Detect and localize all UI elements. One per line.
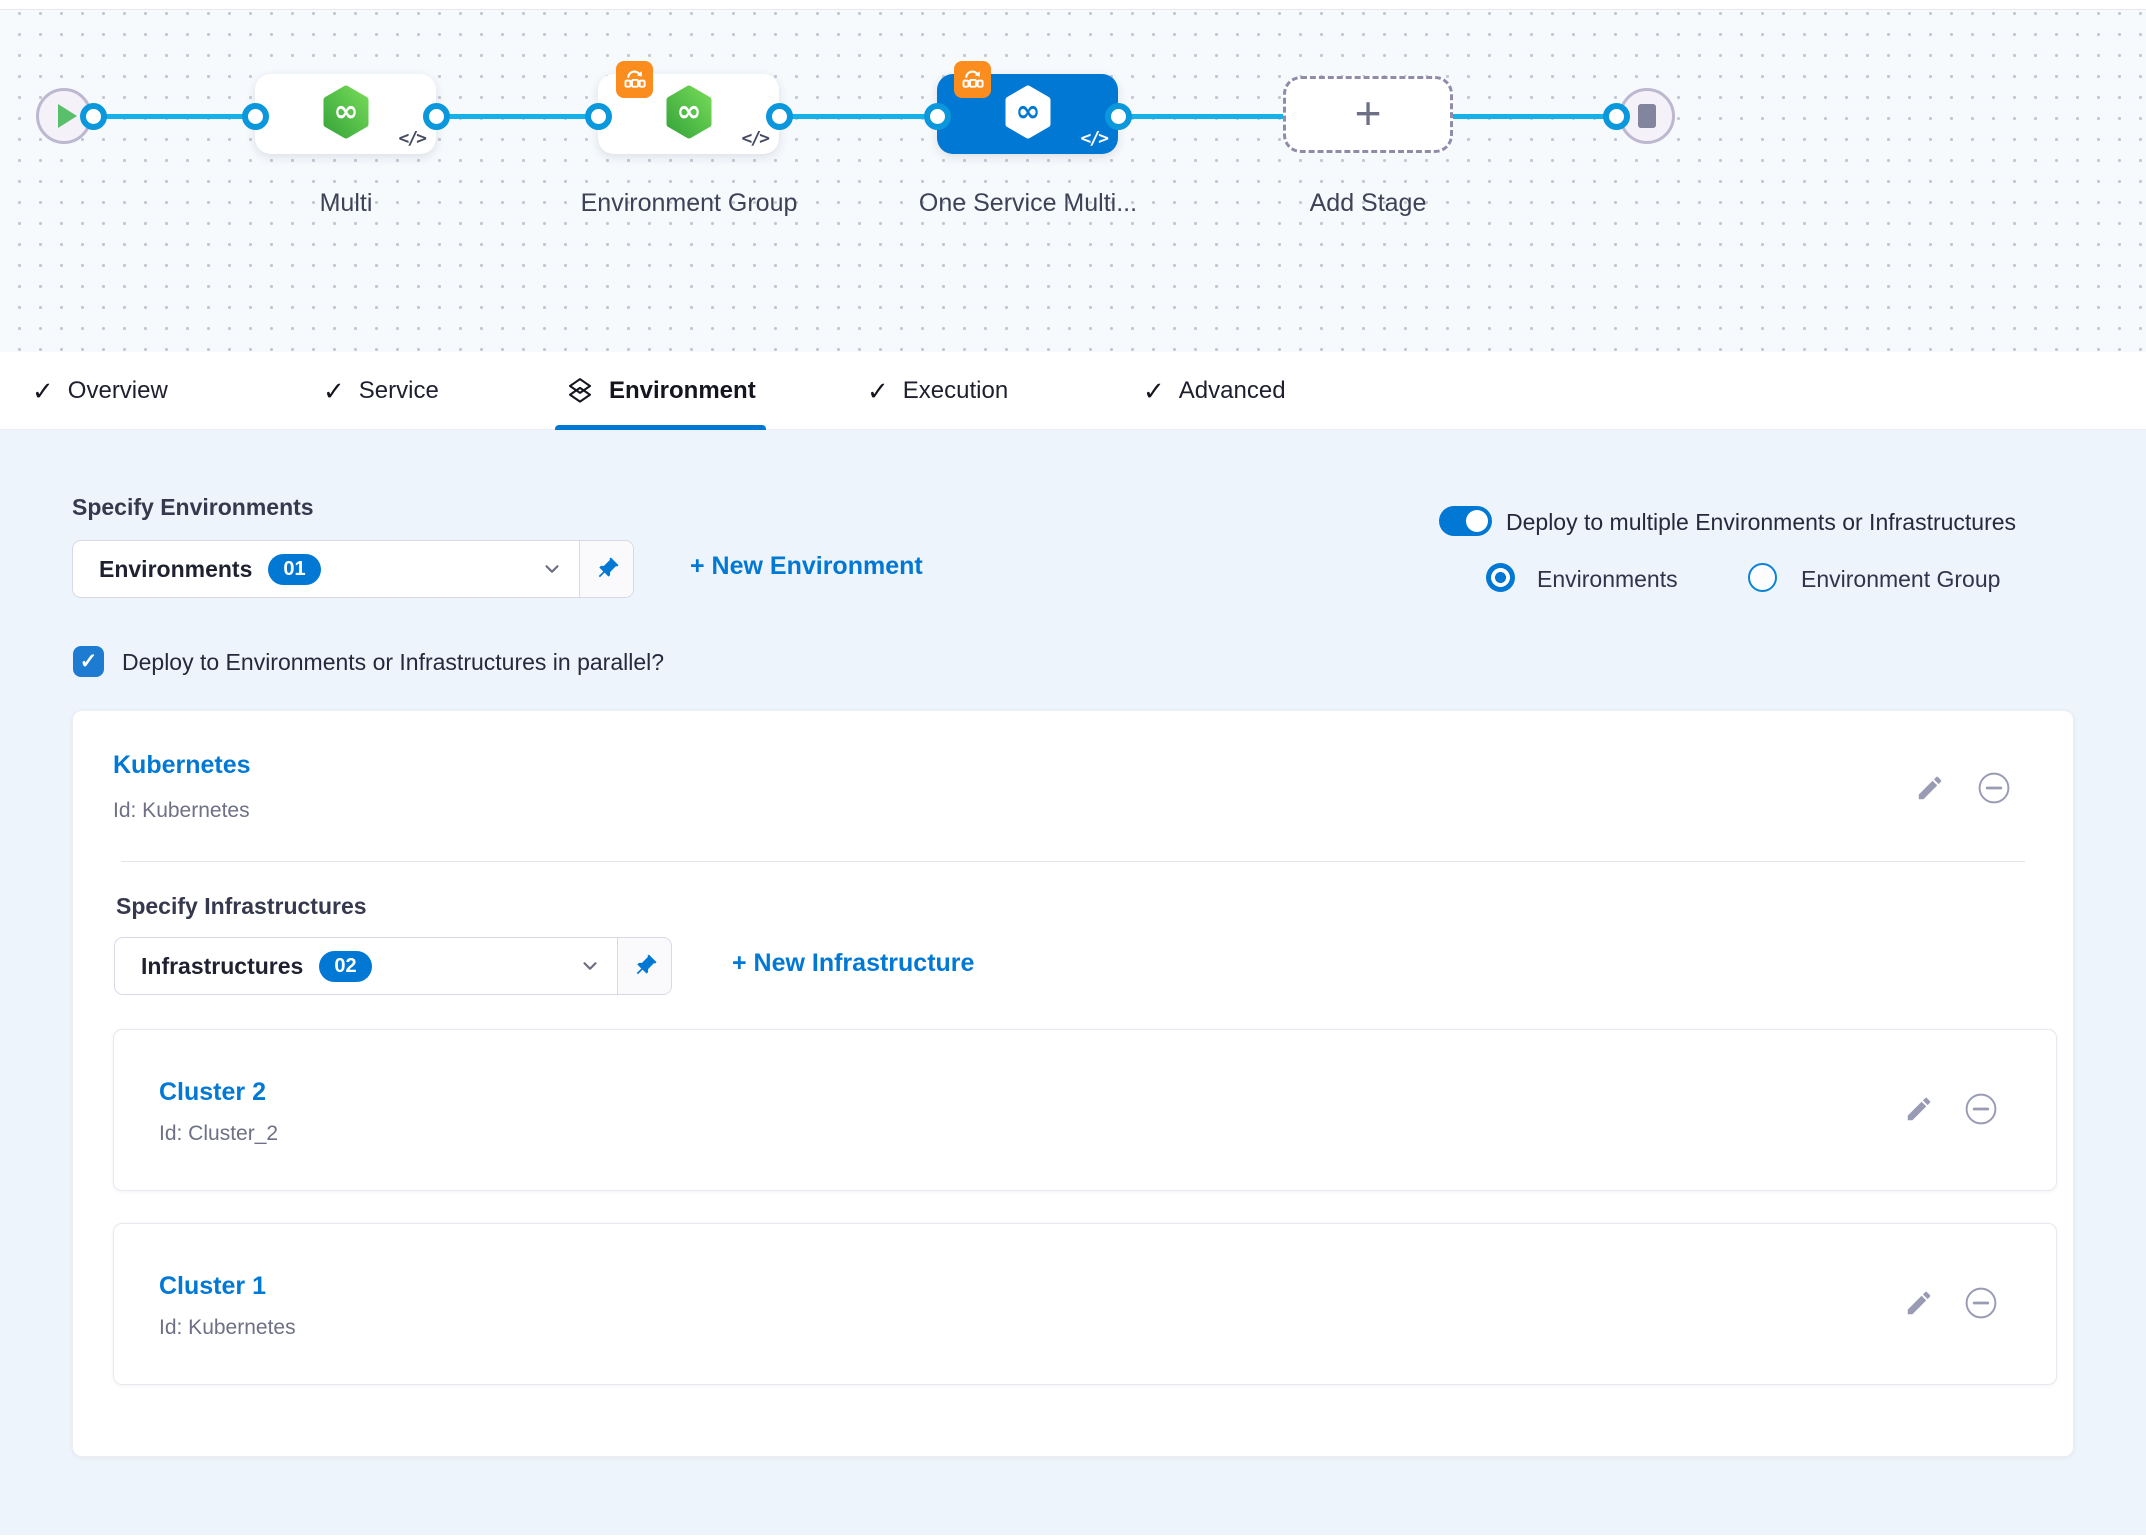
svg-text:∞: ∞ bbox=[333, 94, 358, 129]
multi-environment-toggle[interactable] bbox=[1439, 506, 1492, 536]
node-port bbox=[242, 103, 269, 130]
divider bbox=[121, 861, 2025, 862]
node-port bbox=[585, 103, 612, 130]
radio-environments-label: Environments bbox=[1537, 566, 1678, 592]
environments-dropdown[interactable]: Environments 01 bbox=[73, 541, 579, 597]
service-hexagon-icon: ∞ bbox=[1002, 84, 1054, 145]
pin-button[interactable] bbox=[579, 541, 633, 597]
pipeline-canvas[interactable]: ∞ </> ∞ </> ∞ </> bbox=[0, 10, 2146, 352]
node-port bbox=[423, 103, 450, 130]
minus-circle-icon bbox=[1965, 1287, 1997, 1319]
environment-card: Kubernetes Id: Kubernetes Specify Infras… bbox=[72, 710, 2074, 1457]
check-icon: ✓ bbox=[32, 375, 54, 406]
infrastructures-dropdown[interactable]: Infrastructures 02 bbox=[115, 938, 617, 994]
dropdown-value: Environments bbox=[99, 555, 253, 582]
infrastructure-title-link[interactable]: Cluster 2 bbox=[159, 1078, 266, 1106]
tab-label: Execution bbox=[902, 377, 1009, 404]
pencil-icon bbox=[1907, 1097, 1931, 1121]
service-hexagon-icon: ∞ bbox=[663, 84, 715, 145]
edit-infrastructure-button[interactable] bbox=[1900, 1284, 1938, 1322]
play-icon bbox=[58, 104, 77, 128]
tab-execution[interactable]: ✓ Execution bbox=[867, 352, 1008, 430]
connector-line bbox=[93, 114, 1647, 119]
specify-environments-heading: Specify Environments bbox=[72, 494, 314, 520]
environment-layers-icon bbox=[565, 376, 595, 406]
tab-advanced[interactable]: ✓ Advanced bbox=[1143, 352, 1286, 430]
infrastructures-selector-group: Infrastructures 02 bbox=[114, 937, 672, 995]
radio-environments[interactable] bbox=[1486, 563, 1515, 592]
check-icon: ✓ bbox=[1143, 375, 1165, 406]
pin-icon bbox=[594, 556, 620, 582]
stage-label: Environment Group bbox=[580, 189, 798, 217]
stage-node-multi[interactable]: ∞ </> bbox=[255, 74, 436, 154]
add-stage-button[interactable]: + bbox=[1283, 76, 1453, 153]
stage-label: Multi bbox=[319, 189, 373, 217]
tab-label: Advanced bbox=[1178, 377, 1286, 404]
tab-environment[interactable]: Environment bbox=[555, 352, 766, 431]
dropdown-value: Infrastructures bbox=[141, 952, 304, 979]
edit-environment-button[interactable] bbox=[1911, 769, 1949, 807]
add-stage-label: Add Stage bbox=[1309, 189, 1427, 217]
new-environment-link[interactable]: + New Environment bbox=[690, 552, 923, 580]
minus-circle-icon bbox=[1965, 1093, 1997, 1125]
environment-id-text: Id: Kubernetes bbox=[113, 799, 250, 822]
pencil-icon bbox=[1918, 776, 1942, 800]
node-port bbox=[924, 103, 951, 130]
loop-rollout-badge-icon bbox=[616, 61, 653, 98]
svg-text:∞: ∞ bbox=[1015, 94, 1040, 129]
code-icon: </> bbox=[398, 128, 426, 149]
parallel-checkbox-label: Deploy to Environments or Infrastructure… bbox=[122, 649, 665, 675]
multi-environment-toggle-label: Deploy to multiple Environments or Infra… bbox=[1506, 509, 2017, 535]
tab-label: Service bbox=[358, 377, 439, 404]
remove-infrastructure-button[interactable] bbox=[1962, 1284, 2000, 1322]
stage-label: One Service Multi... bbox=[918, 189, 1138, 217]
check-icon: ✓ bbox=[867, 375, 889, 406]
node-port bbox=[1105, 103, 1132, 130]
loop-rollout-badge-icon bbox=[954, 61, 991, 98]
specify-infrastructures-heading: Specify Infrastructures bbox=[116, 893, 367, 919]
infrastructure-card: Cluster 2 Id: Cluster_2 bbox=[113, 1029, 2057, 1191]
tab-service[interactable]: ✓ Service bbox=[323, 352, 439, 430]
infrastructure-card: Cluster 1 Id: Kubernetes bbox=[113, 1223, 2057, 1385]
pin-button[interactable] bbox=[617, 938, 671, 994]
environment-tab-content: Specify Environments Environments 01 + N… bbox=[0, 430, 2146, 1535]
code-icon: </> bbox=[1080, 128, 1108, 149]
new-infrastructure-link[interactable]: + New Infrastructure bbox=[732, 949, 975, 977]
radio-environment-group[interactable] bbox=[1748, 563, 1777, 592]
check-icon: ✓ bbox=[323, 375, 345, 406]
node-port bbox=[1603, 103, 1630, 130]
radio-environment-group-label: Environment Group bbox=[1801, 566, 2001, 592]
environments-selector-group: Environments 01 bbox=[72, 540, 634, 598]
tab-label: Environment bbox=[609, 377, 756, 404]
node-port bbox=[766, 103, 793, 130]
svg-text:∞: ∞ bbox=[676, 94, 701, 129]
stop-icon bbox=[1638, 104, 1656, 128]
remove-environment-button[interactable] bbox=[1975, 769, 2013, 807]
plus-icon: + bbox=[1354, 86, 1382, 139]
count-badge: 01 bbox=[268, 553, 321, 585]
minus-circle-icon bbox=[1978, 772, 2010, 804]
stage-tabbar: ✓ Overview ✓ Service Environment ✓ Execu… bbox=[0, 352, 2146, 431]
parallel-checkbox[interactable]: ✓ bbox=[73, 646, 104, 677]
top-strip bbox=[0, 0, 2146, 10]
code-icon: </> bbox=[741, 128, 769, 149]
chevron-down-icon bbox=[541, 558, 563, 580]
pipeline-start-node bbox=[36, 88, 92, 144]
environment-title-link[interactable]: Kubernetes bbox=[113, 751, 251, 779]
service-hexagon-icon: ∞ bbox=[320, 84, 372, 145]
tab-overview[interactable]: ✓ Overview bbox=[32, 352, 168, 430]
infrastructure-title-link[interactable]: Cluster 1 bbox=[159, 1272, 266, 1300]
pencil-icon bbox=[1907, 1291, 1931, 1315]
infrastructure-id-text: Id: Cluster_2 bbox=[159, 1122, 279, 1145]
remove-infrastructure-button[interactable] bbox=[1962, 1090, 2000, 1128]
infrastructure-id-text: Id: Kubernetes bbox=[159, 1316, 296, 1339]
node-port bbox=[80, 103, 107, 130]
pin-icon bbox=[632, 953, 658, 979]
edit-infrastructure-button[interactable] bbox=[1900, 1090, 1938, 1128]
chevron-down-icon bbox=[579, 955, 601, 977]
count-badge: 02 bbox=[319, 950, 372, 982]
tab-label: Overview bbox=[67, 377, 168, 404]
